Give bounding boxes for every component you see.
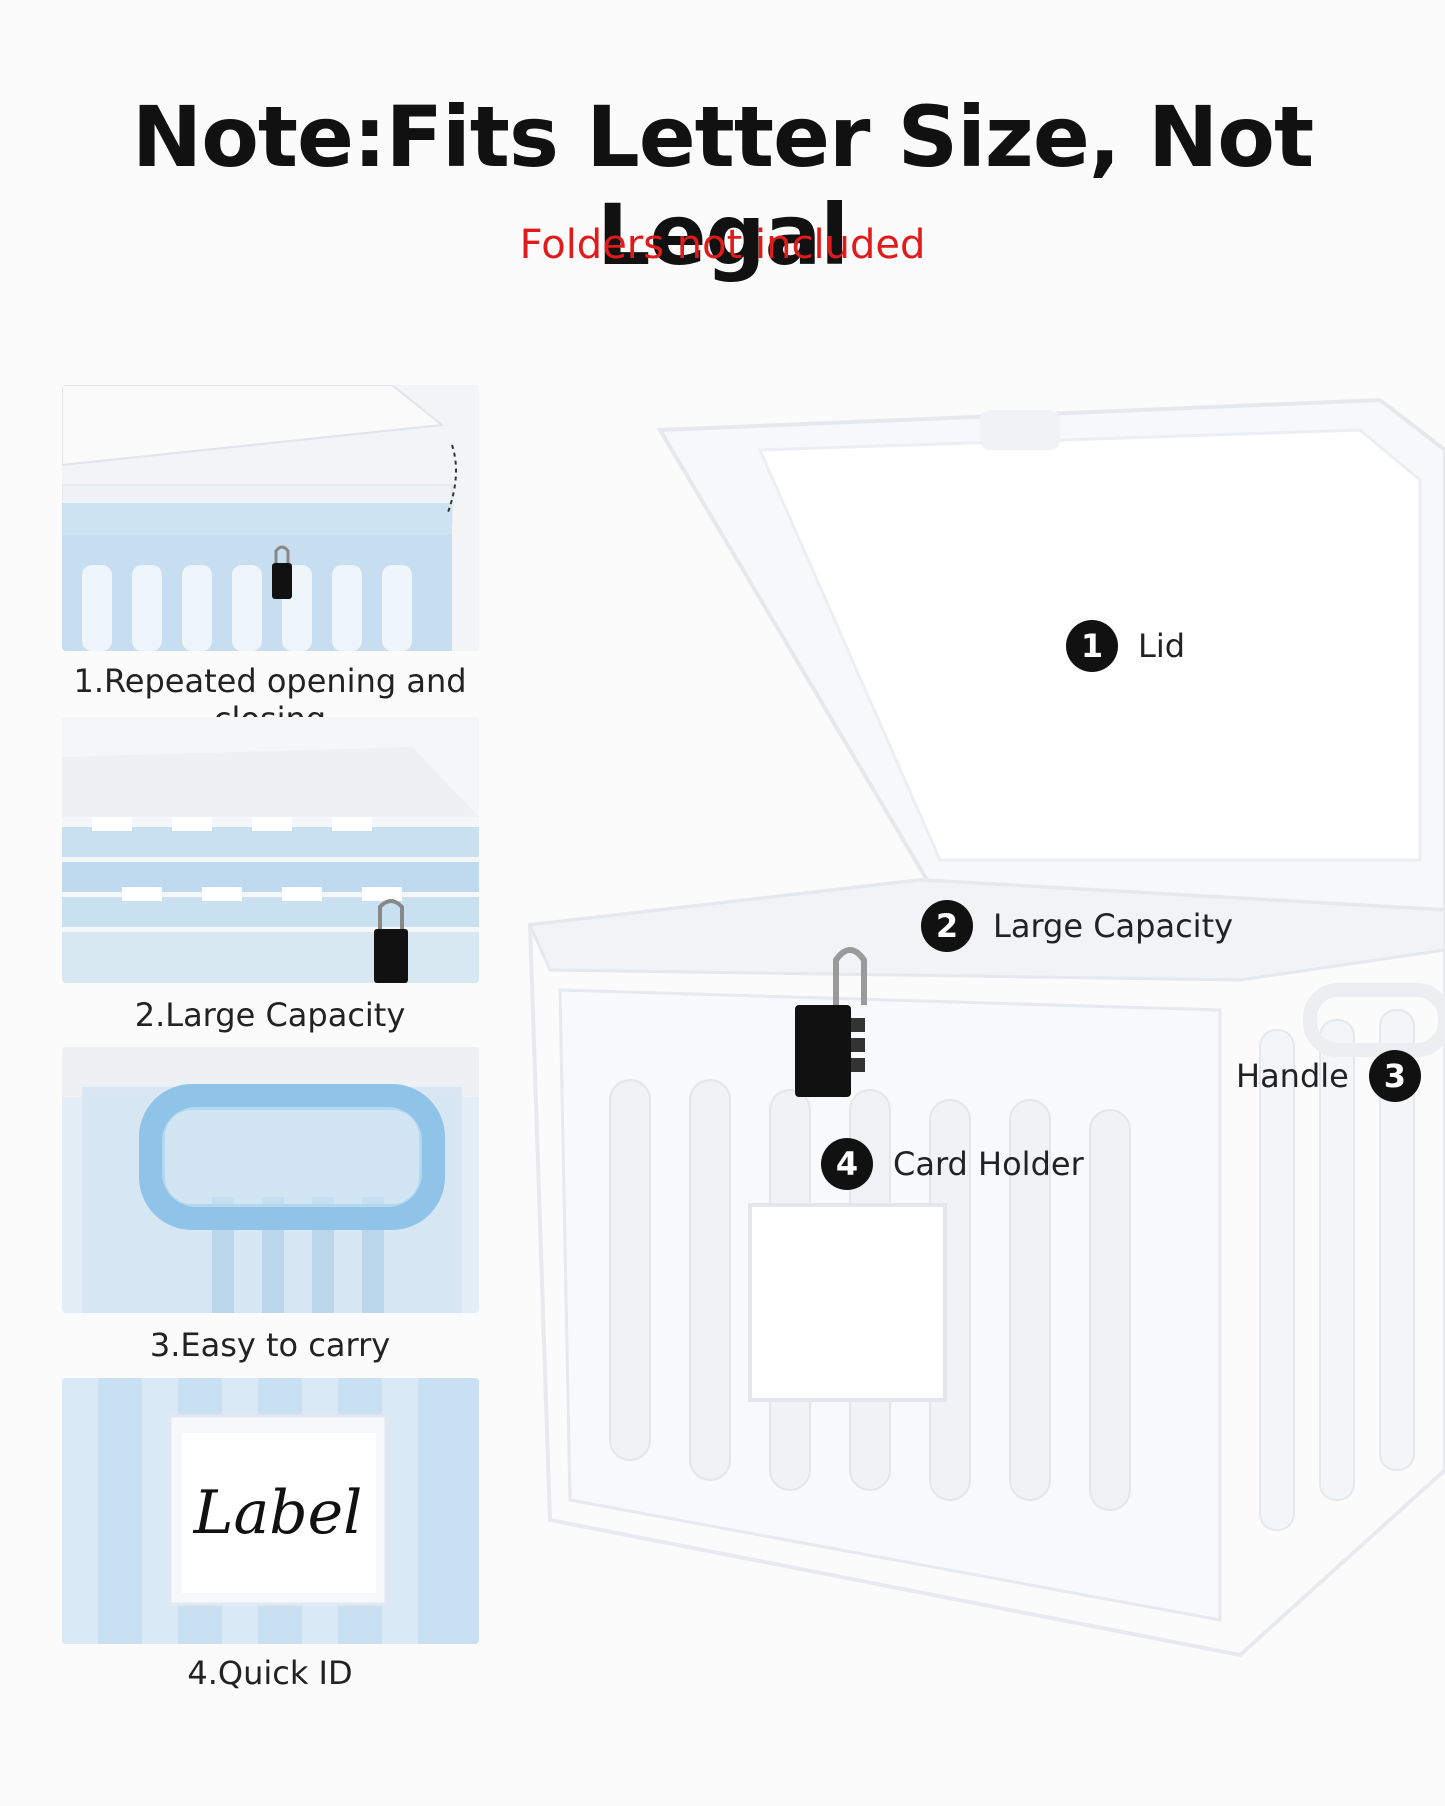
- callout-number-1: 1: [1066, 620, 1118, 672]
- callout-lid: 1 Lid: [1066, 620, 1185, 672]
- page-subtitle: Folders not included: [519, 222, 926, 268]
- callout-large-capacity: 2 Large Capacity: [921, 900, 1233, 952]
- callout-number-2: 2: [921, 900, 973, 952]
- callout-label-lid: Lid: [1138, 627, 1186, 665]
- label-card-text: Label: [193, 1478, 363, 1548]
- callout-label-large-capacity: Large Capacity: [993, 907, 1234, 945]
- feature-image-quick-id: Label: [62, 1378, 479, 1644]
- feature-caption-2: 2.Large Capacity: [134, 996, 406, 1034]
- feature-image-easy-to-carry: [62, 1047, 479, 1313]
- feature-image-large-capacity: [62, 717, 479, 983]
- file-box-illustration: [520, 390, 1445, 1675]
- page-title: Note:Fits Letter Size, Not Legal: [131, 88, 1314, 284]
- feature-caption-4: 4.Quick ID: [187, 1654, 353, 1692]
- callout-number-4: 4: [821, 1138, 873, 1190]
- callout-number-3: 3: [1368, 1050, 1421, 1102]
- feature-image-opening-closing: [62, 385, 479, 651]
- callout-card-holder: 4 Card Holder: [821, 1138, 1084, 1190]
- callout-label-card-holder: Card Holder: [893, 1145, 1084, 1183]
- feature-caption-3: 3.Easy to carry: [149, 1326, 391, 1364]
- callout-label-handle: Handle: [1236, 1057, 1349, 1095]
- callout-handle: 3 Handle: [1236, 1050, 1421, 1102]
